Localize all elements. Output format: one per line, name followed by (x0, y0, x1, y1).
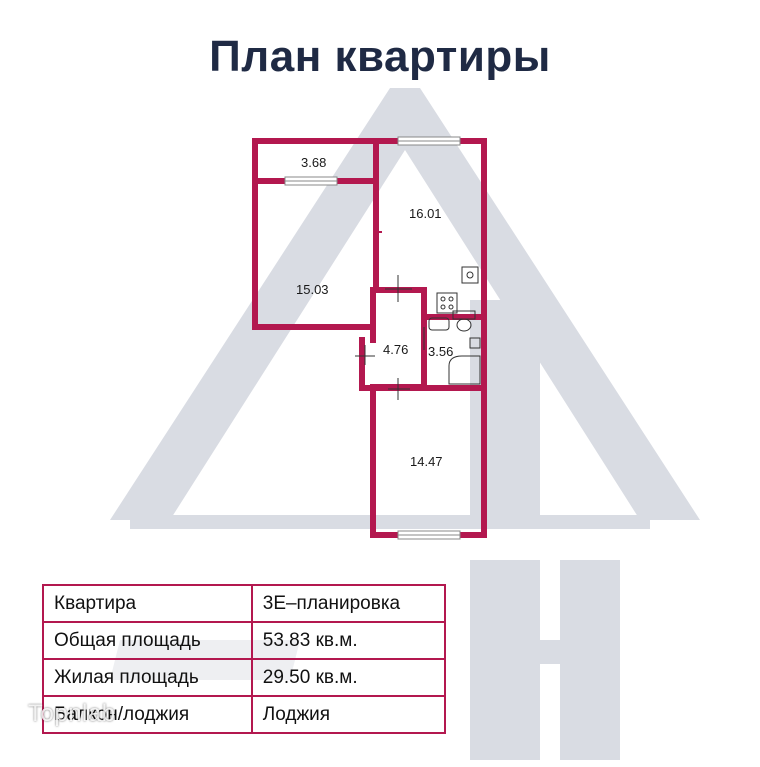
row-label-total-area: Общая площадь (42, 621, 253, 660)
room-area-hall: 4.76 (383, 342, 408, 357)
kitchen-wall (370, 138, 487, 538)
room-area-bedroom-left: 15.03 (296, 282, 329, 297)
room-area-kitchen: 16.01 (409, 206, 442, 221)
table-row: Балкон/лоджия Лоджия (42, 695, 447, 734)
room-area-bathroom: 3.56 (428, 344, 453, 359)
row-label-balcony: Балкон/лоджия (42, 695, 253, 734)
row-value-total-area: 53.83 кв.м. (250, 621, 447, 660)
hall-wall (370, 287, 427, 390)
window-icon (284, 136, 461, 540)
row-label-apartment: Квартира (42, 584, 253, 623)
bathtub-icon (448, 355, 481, 385)
row-value-balcony: Лоджия (250, 695, 447, 734)
table-row: Квартира 3Е–планировка (42, 584, 447, 623)
page-title: План квартиры (209, 32, 551, 81)
door-icon (355, 275, 425, 400)
watermark-text: Topnlab (28, 700, 116, 727)
sink-icon (461, 266, 479, 284)
row-label-living-area: Жилая площадь (42, 658, 253, 697)
table-row: Общая площадь 53.83 кв.м. (42, 621, 447, 660)
washbasin-icon (428, 317, 450, 331)
bedroom-left-wall (252, 178, 376, 330)
stove-icon (436, 292, 458, 314)
row-value-apartment: 3Е–планировка (250, 584, 447, 623)
room-area-balcony: 3.68 (301, 155, 326, 170)
row-value-living-area: 29.50 кв.м. (250, 658, 447, 697)
table-row: Жилая площадь 29.50 кв.м. (42, 658, 447, 697)
apartment-info-table: Квартира 3Е–планировка Общая площадь 53.… (42, 584, 447, 734)
room-area-bedroom-bottom: 14.47 (410, 454, 443, 469)
